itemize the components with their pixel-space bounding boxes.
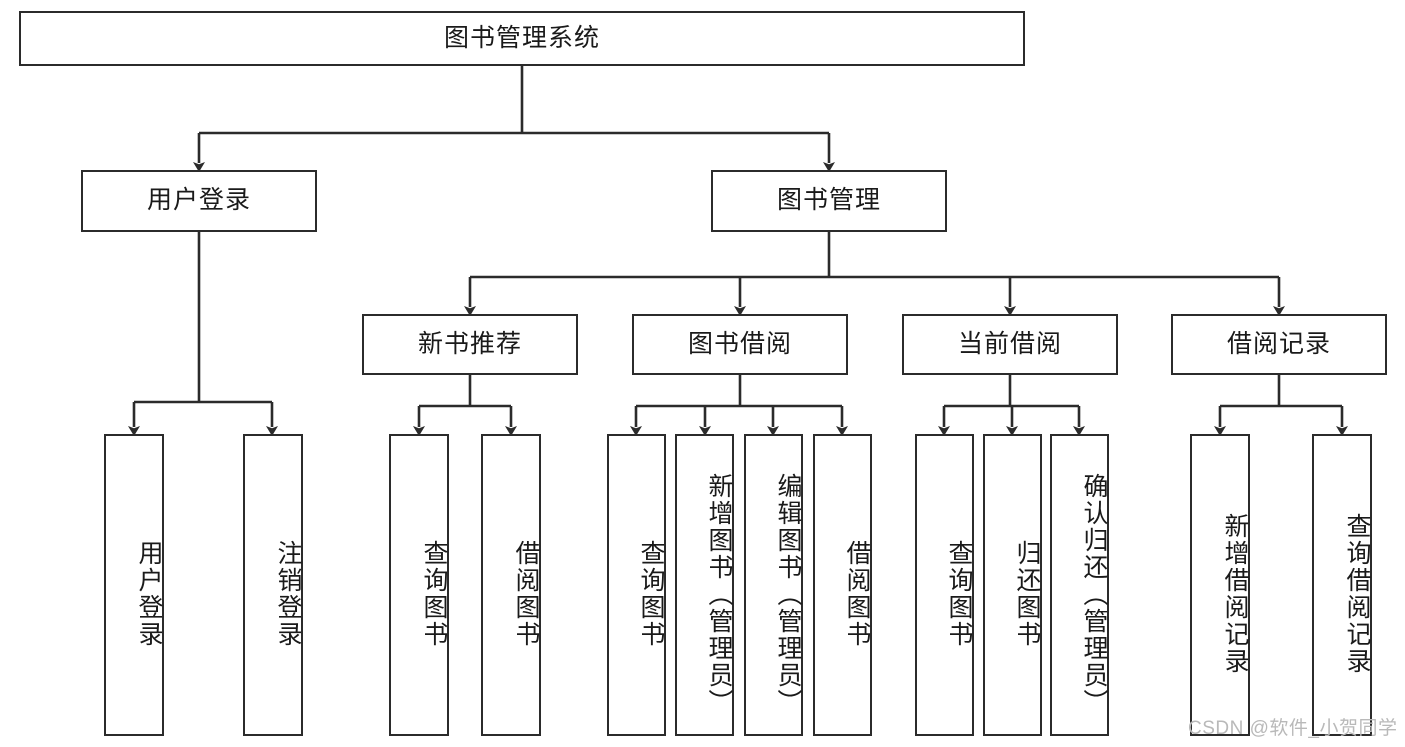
- node-leaf-borrow-book-rec-label: 借阅图书: [512, 540, 540, 648]
- node-leaf-query-book-cur[interactable]: 查询图书: [915, 434, 974, 736]
- node-book-manage[interactable]: 图书管理: [711, 170, 947, 232]
- node-leaf-return-book[interactable]: 归还图书: [983, 434, 1042, 736]
- node-leaf-query-book-rec[interactable]: 查询图书: [389, 434, 449, 736]
- node-leaf-return-book-label: 归还图书: [1013, 540, 1041, 648]
- node-leaf-borrow-book-label: 借阅图书: [843, 540, 871, 648]
- node-leaf-confirm-return[interactable]: 确认归还（管理员）: [1050, 434, 1109, 736]
- node-new-book-rec[interactable]: 新书推荐: [362, 314, 578, 375]
- node-current-borrow[interactable]: 当前借阅: [902, 314, 1118, 375]
- node-leaf-borrow-book[interactable]: 借阅图书: [813, 434, 872, 736]
- node-leaf-edit-book-label: 编辑图书（管理员）: [774, 472, 802, 716]
- node-current-borrow-label: 当前借阅: [957, 329, 1062, 358]
- node-leaf-add-record-label: 新增借阅记录: [1221, 513, 1249, 675]
- node-leaf-query-book-rec-label: 查询图书: [420, 540, 448, 648]
- node-leaf-user-login-label: 用户登录: [135, 540, 163, 648]
- csdn-watermark: CSDN @软件_小贺同学: [1188, 718, 1398, 739]
- node-leaf-confirm-return-label: 确认归还（管理员）: [1080, 472, 1108, 716]
- node-new-book-rec-label: 新书推荐: [417, 329, 522, 358]
- node-user-login[interactable]: 用户登录: [81, 170, 317, 232]
- node-borrow-record[interactable]: 借阅记录: [1171, 314, 1387, 375]
- node-leaf-query-record[interactable]: 查询借阅记录: [1312, 434, 1372, 736]
- node-leaf-user-logout-label: 注销登录: [274, 540, 302, 648]
- node-leaf-query-book-borrow-label: 查询图书: [637, 540, 665, 648]
- node-leaf-borrow-book-rec[interactable]: 借阅图书: [481, 434, 541, 736]
- node-user-login-label: 用户登录: [146, 186, 251, 215]
- node-book-borrow-label: 图书借阅: [687, 329, 792, 358]
- node-leaf-user-logout[interactable]: 注销登录: [243, 434, 303, 736]
- node-root[interactable]: 图书管理系统: [19, 11, 1025, 66]
- node-leaf-query-book-cur-label: 查询图书: [945, 540, 973, 648]
- node-leaf-add-book[interactable]: 新增图书（管理员）: [675, 434, 734, 736]
- node-leaf-edit-book[interactable]: 编辑图书（管理员）: [744, 434, 803, 736]
- node-borrow-record-label: 借阅记录: [1226, 329, 1331, 358]
- node-book-borrow[interactable]: 图书借阅: [632, 314, 848, 375]
- node-root-label: 图书管理系统: [443, 23, 600, 52]
- node-book-manage-label: 图书管理: [776, 186, 881, 215]
- node-leaf-add-record[interactable]: 新增借阅记录: [1190, 434, 1250, 736]
- node-leaf-query-record-label: 查询借阅记录: [1343, 513, 1371, 675]
- node-leaf-query-book-borrow[interactable]: 查询图书: [607, 434, 666, 736]
- node-leaf-add-book-label: 新增图书（管理员）: [705, 472, 733, 716]
- node-leaf-user-login[interactable]: 用户登录: [104, 434, 164, 736]
